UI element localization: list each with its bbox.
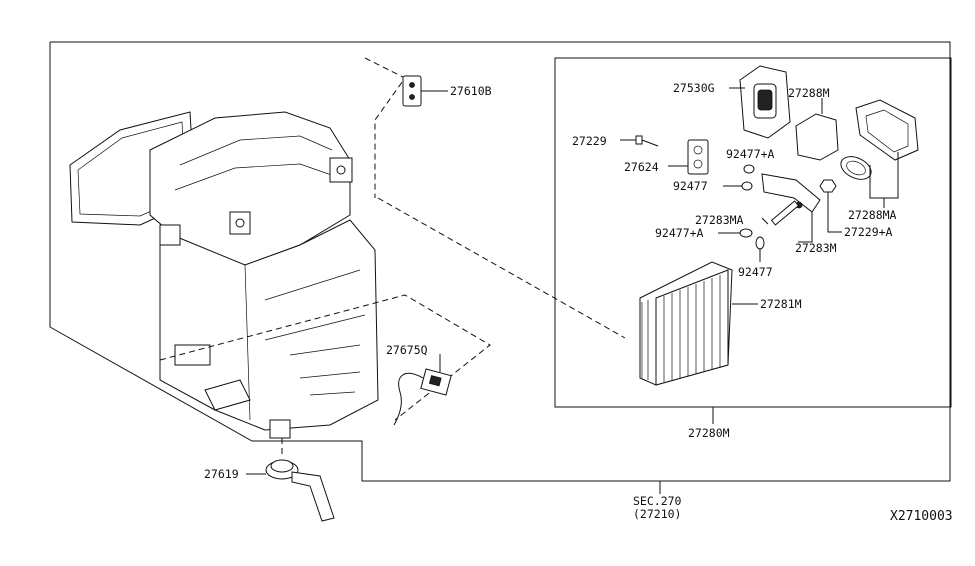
o-ring-92477-top: [741, 181, 753, 191]
bolt-27229: [635, 135, 659, 147]
callout-27675Q: 27675Q: [386, 343, 428, 357]
insulator-27288M: [795, 113, 839, 161]
callout-27288M: 27288M: [788, 86, 830, 100]
o-ring-92477-A-top: [743, 164, 755, 174]
evaporator-subassembly-box: [554, 57, 952, 408]
callout-92477-A-top: 92477+A: [726, 147, 775, 161]
callout-92477-mid: 92477: [738, 265, 773, 279]
callout-27530G: 27530G: [673, 81, 715, 95]
diagram-code: X2710003: [890, 509, 953, 524]
nut-27229-A: [819, 179, 837, 193]
callout-92477-A-mid: 92477+A: [655, 226, 704, 240]
callout-27610B: 27610B: [450, 84, 492, 98]
seal-27288MA: [840, 99, 919, 180]
callout-27624: 27624: [624, 160, 659, 174]
heater-cooling-unit-housing: [69, 111, 379, 439]
callout-27288MA: 27288MA: [848, 208, 897, 222]
callout-92477-top: 92477: [673, 179, 708, 193]
evaporator-core-27281M: [639, 261, 733, 386]
callout-sec-27210: (27210): [633, 507, 681, 521]
callout-27229-A: 27229+A: [844, 225, 893, 239]
leader-housing-to-evaporator: [377, 197, 626, 339]
expansion-valve-27624: [687, 139, 709, 175]
callout-27229: 27229: [572, 134, 607, 148]
cover-27530G: [739, 65, 791, 139]
o-ring-92477-A-mid: [739, 228, 753, 238]
callout-sec-270: SEC.270: [633, 494, 682, 508]
callout-27280M: 27280M: [688, 426, 730, 440]
bracket-27610B: [402, 75, 422, 107]
pipe-27283M: [761, 173, 821, 226]
callout-27281M: 27281M: [760, 297, 802, 311]
o-ring-92477-mid: [755, 236, 765, 250]
sensor-27675Q: [393, 368, 452, 426]
callout-27283MA: 27283MA: [695, 213, 744, 227]
leader-27610B-region: [364, 57, 406, 198]
drain-hose-27619: [265, 459, 335, 522]
assembly-boundary: [49, 41, 951, 482]
callout-27619: 27619: [204, 467, 239, 481]
callout-27283M: 27283M: [795, 241, 837, 255]
